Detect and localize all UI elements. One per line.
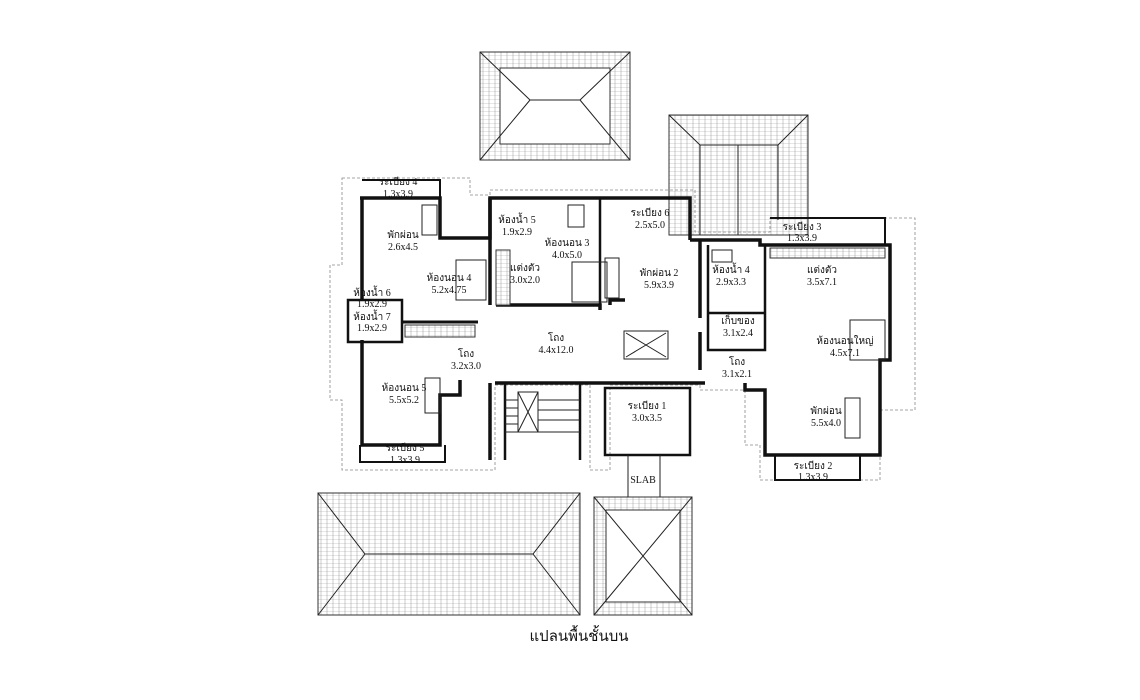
room-name: โถง	[548, 331, 564, 344]
room-name: ห้องนอน 3	[545, 237, 590, 249]
room-name: ระเบียง 6	[631, 207, 670, 219]
room-size: 1.3x3.9	[390, 455, 420, 466]
wardrobe-corridor	[404, 324, 476, 338]
room-size: 5.5x5.2	[389, 395, 419, 406]
room-size: 1.9x2.9	[357, 323, 387, 334]
room-size: 3.1x2.4	[723, 328, 753, 339]
slab-label: SLAB	[630, 475, 656, 486]
plan-title: แปลนพื้นชั้นบน	[530, 625, 629, 645]
room-name: ระเบียง 1	[628, 400, 667, 412]
roof-bottom-left	[317, 492, 581, 616]
room-size: 1.3x3.9	[787, 233, 817, 244]
room-size: 2.5x5.0	[635, 220, 665, 231]
room-size: 1.9x2.9	[357, 299, 387, 310]
room-size: 5.5x4.0	[811, 418, 841, 429]
room-name: แต่งตัว	[510, 263, 540, 274]
room-size: 4.5x7.1	[830, 348, 860, 359]
room-name: โถง	[729, 355, 745, 368]
room-name: ห้องนอนใหญ่	[816, 335, 873, 347]
room-name: ห้องน้ำ 6	[353, 285, 390, 299]
roof-top-right	[668, 114, 809, 236]
room-name: ห้องน้ำ 5	[498, 212, 535, 226]
room-size: 5.2x4.75	[432, 285, 467, 296]
room-name: พักผ่อน	[387, 230, 419, 241]
wardrobe	[495, 249, 511, 306]
room-labels: ระเบียง 4 1.3x3.9 พักผ่อน 2.6x4.5 ห้องนอ…	[353, 176, 873, 486]
room-name: ระเบียง 3	[783, 221, 822, 233]
void-opening	[623, 330, 669, 360]
roof-bottom-middle	[593, 496, 693, 616]
room-name: ระเบียง 2	[794, 460, 833, 472]
room-name: แต่งตัว	[807, 265, 837, 276]
room-size: 1.3x3.9	[798, 472, 828, 483]
room-name: ห้องน้ำ 4	[712, 262, 749, 276]
room-name: ห้องนอน 5	[382, 382, 427, 394]
room-name: พักผ่อน	[810, 406, 842, 417]
room-size: 4.4x12.0	[539, 345, 574, 356]
room-size: 3.0x2.0	[510, 275, 540, 286]
wardrobe-master	[769, 247, 886, 259]
staircase	[505, 391, 580, 433]
room-name: โถง	[458, 347, 474, 360]
room-size: 1.3x3.9	[383, 189, 413, 200]
room-size: 3.0x3.5	[632, 413, 662, 424]
room-size: 2.9x3.3	[716, 277, 746, 288]
walls	[346, 179, 892, 497]
room-size: 3.2x3.0	[451, 361, 481, 372]
room-size: 5.9x3.9	[644, 280, 674, 291]
room-size: 4.0x5.0	[552, 250, 582, 261]
room-size: 2.6x4.5	[388, 242, 418, 253]
room-name: ระเบียง 4	[379, 176, 418, 188]
roof-top	[479, 51, 631, 161]
room-size: 3.5x7.1	[807, 277, 837, 288]
room-name: ห้องน้ำ 7	[353, 309, 390, 323]
room-name: พักผ่อน 2	[640, 268, 679, 279]
room-name: ห้องนอน 4	[427, 272, 472, 284]
room-name: เก็บของ	[721, 313, 755, 327]
room-name: ระเบียง 5	[386, 442, 425, 454]
eave-outline	[329, 177, 916, 481]
room-size: 1.9x2.9	[502, 227, 532, 238]
furniture	[421, 204, 886, 439]
room-size: 3.1x2.1	[722, 369, 752, 380]
